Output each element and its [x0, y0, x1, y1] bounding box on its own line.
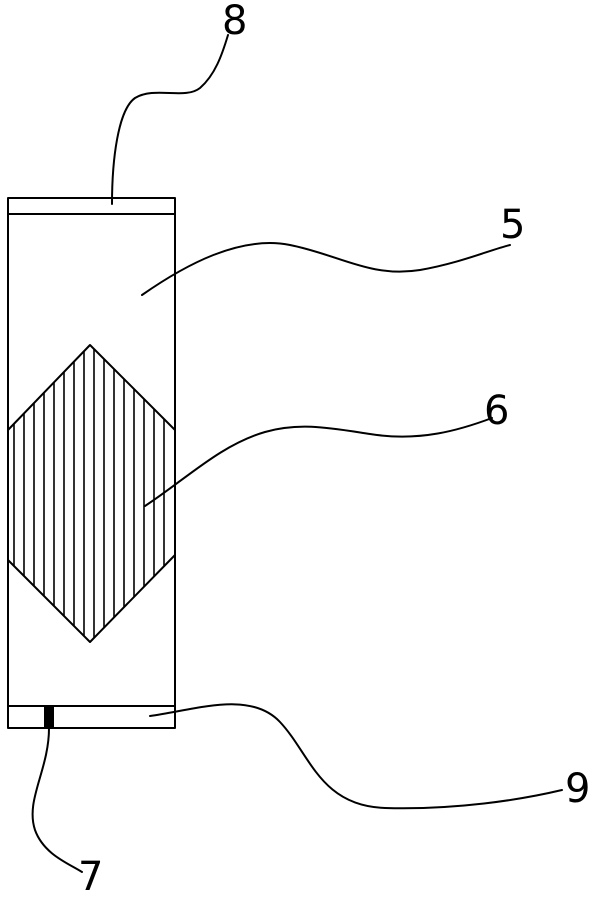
body-outline — [7, 197, 176, 729]
label-8: 8 — [222, 0, 247, 44]
leader-line-9 — [149, 703, 563, 810]
label-9: 9 — [565, 766, 590, 812]
leader-line-8 — [111, 34, 229, 205]
diamond-outline-lower — [7, 554, 176, 643]
hatched-element — [7, 344, 176, 643]
leader-line-7 — [31, 727, 83, 873]
label-6: 6 — [484, 388, 509, 434]
label-7: 7 — [78, 854, 103, 900]
leader-line-5 — [141, 242, 511, 296]
leader-line-6 — [144, 417, 493, 507]
hatch-lines — [13, 345, 165, 642]
label-5: 5 — [500, 202, 525, 248]
black-terminal-block — [44, 706, 54, 728]
diamond-outline — [7, 344, 176, 431]
